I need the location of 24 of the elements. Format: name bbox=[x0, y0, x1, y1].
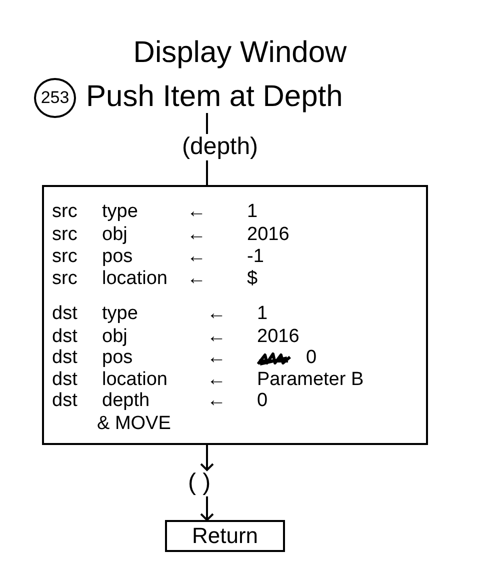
terminal-box bbox=[165, 520, 285, 552]
assignment-line: dst depth ← 0 bbox=[52, 390, 268, 412]
assignment-line: dst pos ← bbox=[52, 347, 226, 369]
assignment-line: dst type ← 1 bbox=[52, 303, 268, 325]
diagram-title: Display Window bbox=[133, 36, 347, 69]
callout-number: 253 bbox=[40, 88, 70, 108]
connector-line bbox=[206, 160, 208, 185]
assignment-line: src location ← $ bbox=[52, 268, 258, 290]
assignment-line: & MOVE bbox=[97, 413, 171, 435]
box-label: Return bbox=[192, 524, 258, 548]
assignment-line: src type ← 1 bbox=[52, 201, 258, 223]
assignment-line: dst location ← Parameter B bbox=[52, 369, 364, 391]
parameter-text: ( ) bbox=[188, 470, 211, 496]
parameter-text: (depth) bbox=[182, 134, 258, 160]
assignment-line: src pos ← -1 bbox=[52, 246, 264, 268]
value-text: 0 bbox=[306, 347, 317, 369]
arrow bbox=[200, 445, 214, 471]
assignment-line: dst obj ← 2016 bbox=[52, 326, 300, 348]
assignment-line: src obj ← 2016 bbox=[52, 224, 290, 246]
arrow bbox=[200, 496, 214, 521]
connector-line bbox=[206, 113, 208, 134]
process-box bbox=[42, 185, 428, 445]
callout-circle bbox=[34, 78, 76, 118]
heading-text: Push Item at Depth bbox=[86, 80, 343, 113]
